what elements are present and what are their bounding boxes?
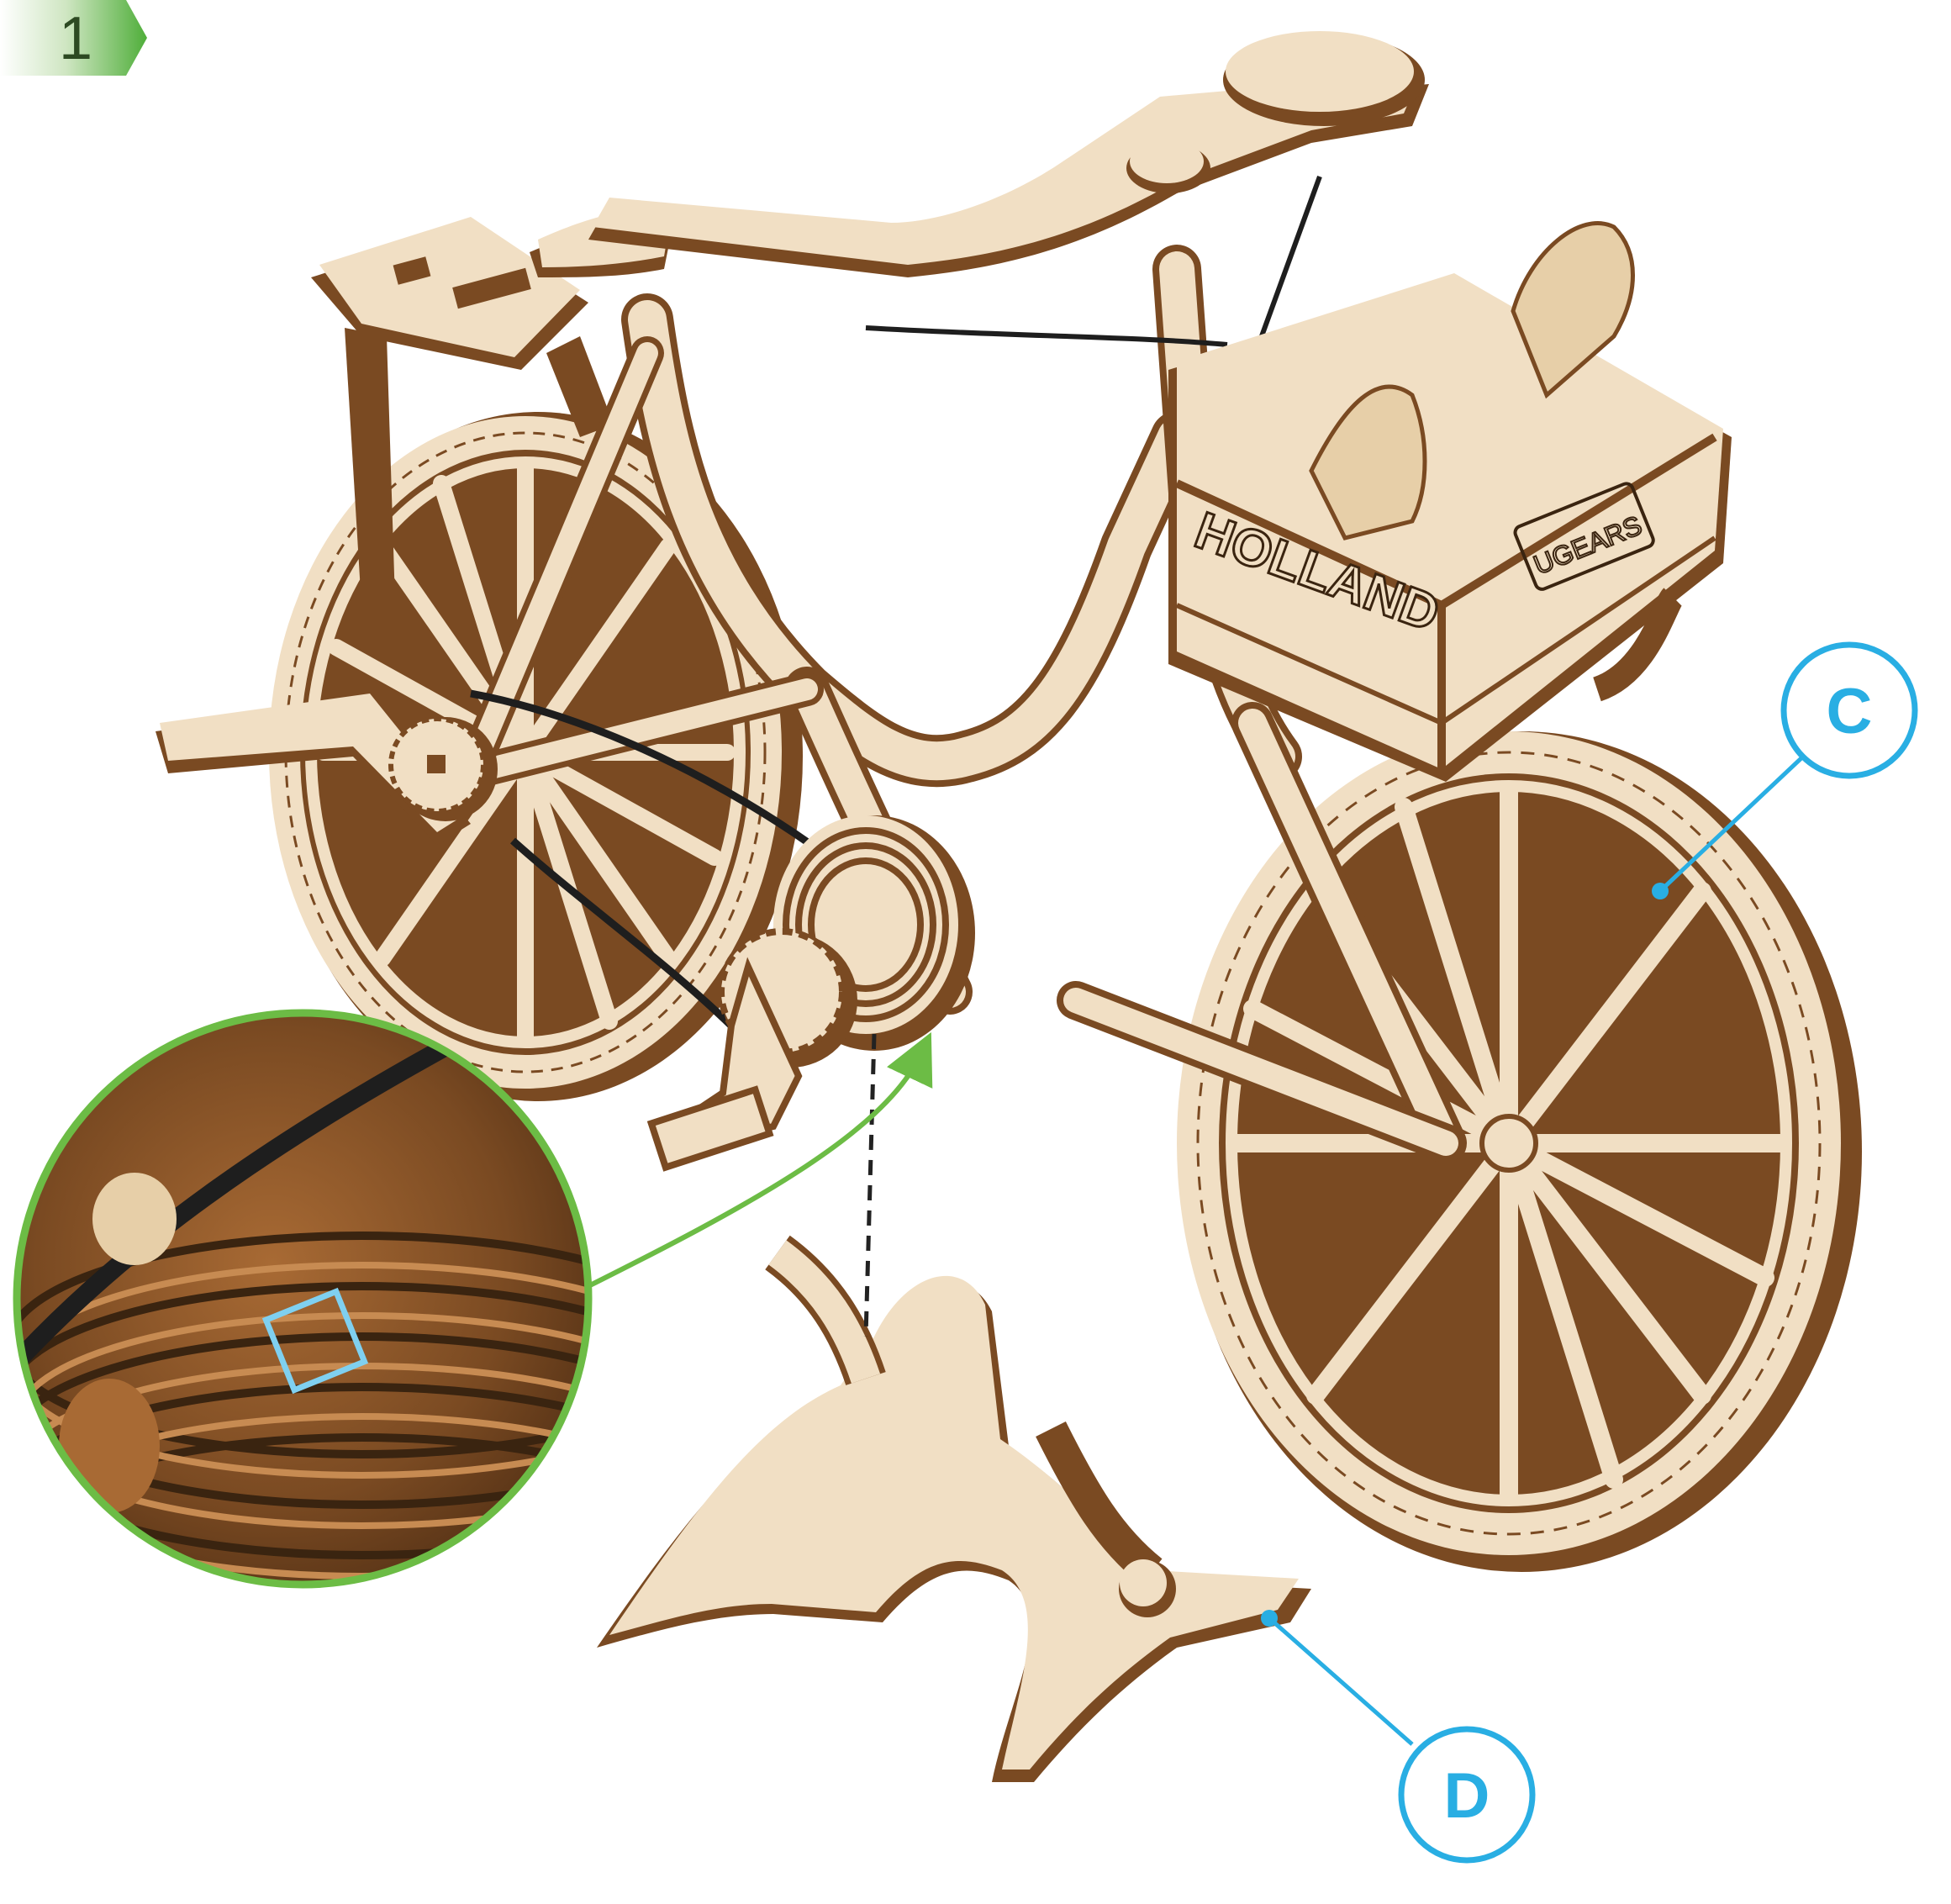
callout-d-label: D: [1444, 1760, 1490, 1832]
insertion-guide-line: [866, 1034, 874, 1337]
step-number: 1: [59, 5, 92, 72]
handlebar: [588, 31, 1429, 361]
zoom-detail: [0, 992, 714, 1656]
callout-d: D: [1261, 1610, 1532, 1860]
step-badge: 1: [0, 0, 147, 76]
callout-c: C: [1652, 645, 1915, 899]
stand-part-d: [597, 1253, 1311, 1782]
front-wheel: [1177, 731, 1862, 1572]
front-basket: HOLLAND UGEARS: [1168, 224, 1732, 782]
callout-c-label: C: [1827, 676, 1873, 747]
